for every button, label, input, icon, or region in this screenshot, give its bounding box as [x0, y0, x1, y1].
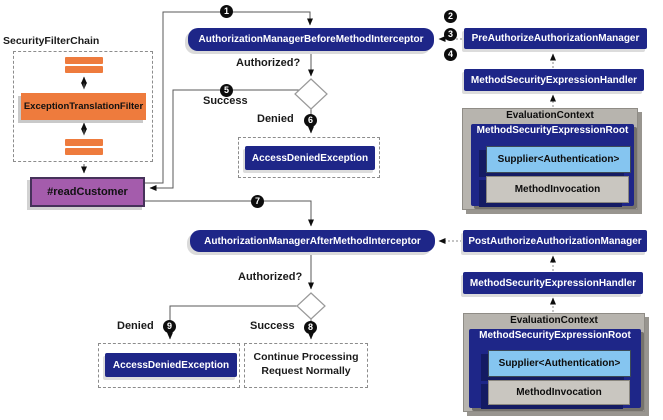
step-badge-8: 8 — [304, 321, 317, 334]
expression-root-title-top: MethodSecurityExpressionRoot — [476, 125, 629, 136]
filter-bar — [65, 148, 103, 155]
access-denied-container-after: AccessDeniedException — [98, 343, 240, 388]
expression-handler-box-bottom: MethodSecurityExpressionHandler — [463, 272, 643, 294]
evaluation-context-group-top: EvaluationContext MethodSecurityExpressi… — [462, 108, 638, 210]
expression-root-box-bottom: MethodSecurityExpressionRoot Supplier<Au… — [469, 329, 641, 408]
evaluation-context-group-bottom: EvaluationContext MethodSecurityExpressi… — [463, 313, 645, 412]
access-denied-container-before: AccessDeniedException — [238, 137, 380, 178]
read-customer-method-box: #readCustomer — [30, 177, 145, 207]
step-badge-9: 9 — [163, 320, 176, 333]
expression-root-box-top: MethodSecurityExpressionRoot Supplier<Au… — [471, 124, 634, 206]
authorized-question-after: Authorized? — [238, 271, 303, 283]
filter-bar — [65, 66, 103, 73]
step-badge-4: 4 — [444, 48, 457, 61]
decision-diamond-before — [294, 78, 328, 110]
access-denied-exception-box-before: AccessDeniedException — [245, 146, 375, 170]
denied-label-before: Denied — [257, 113, 294, 125]
continue-line2: Request Normally — [261, 364, 351, 377]
post-authorize-manager-box: PostAuthorizeAuthorizationManager — [463, 230, 647, 252]
filter-bar — [65, 57, 103, 64]
exception-translation-filter-box: ExceptionTranslationFilter — [21, 93, 146, 120]
after-method-interceptor-box: AuthorizationManagerAfterMethodIntercept… — [190, 230, 435, 252]
continue-processing-box: Continue Processing Request Normally — [244, 343, 368, 388]
step-badge-6: 6 — [304, 114, 317, 127]
decision-diamond-after — [296, 292, 326, 320]
evaluation-context-title-bottom: EvaluationContext — [510, 315, 598, 326]
filter-chain-title: SecurityFilterChain — [3, 35, 100, 47]
supplier-authentication-box-top: Supplier<Authentication> — [486, 146, 631, 173]
authorized-question-before: Authorized? — [236, 57, 301, 69]
filter-chain-box — [13, 51, 153, 162]
pre-authorize-manager-box: PreAuthorizeAuthorizationManager — [464, 28, 647, 49]
step-badge-7: 7 — [251, 195, 264, 208]
step-badge-2: 2 — [444, 10, 457, 23]
step-badge-3: 3 — [444, 28, 457, 41]
success-label-before: Success — [203, 95, 248, 107]
access-denied-exception-box-after: AccessDeniedException — [105, 353, 237, 377]
success-label-after: Success — [250, 320, 295, 332]
step-badge-5: 5 — [220, 84, 233, 97]
method-invocation-box-top: MethodInvocation — [486, 176, 629, 203]
expression-root-title-bottom: MethodSecurityExpressionRoot — [479, 330, 631, 341]
supplier-authentication-box-bottom: Supplier<Authentication> — [488, 350, 631, 377]
denied-label-after: Denied — [117, 320, 154, 332]
expression-handler-box-top: MethodSecurityExpressionHandler — [464, 69, 644, 91]
evaluation-context-title-top: EvaluationContext — [506, 110, 594, 121]
method-invocation-box-bottom: MethodInvocation — [488, 380, 630, 405]
continue-line1: Continue Processing — [253, 351, 359, 363]
step-badge-1: 1 — [220, 5, 233, 18]
before-method-interceptor-box: AuthorizationManagerBeforeMethodIntercep… — [188, 28, 434, 51]
filter-bar — [65, 139, 103, 146]
